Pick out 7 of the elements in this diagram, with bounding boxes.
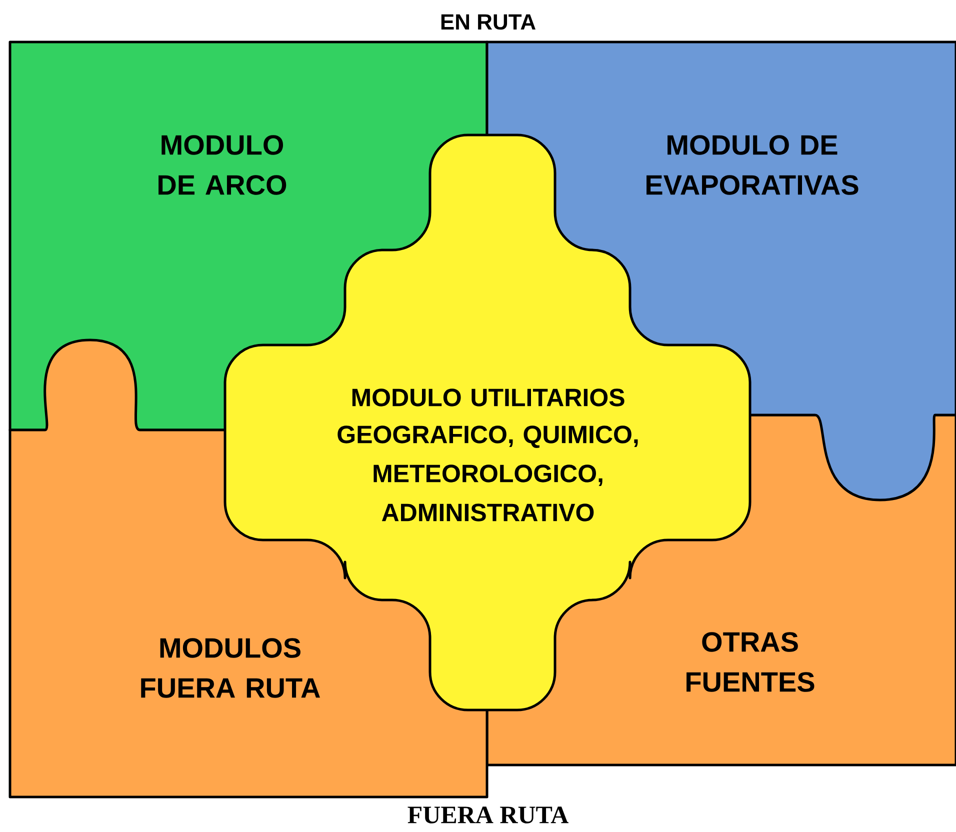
axis-label: EN RUTA xyxy=(441,14,536,30)
piece-label: MODULOS FUERA RUTA xyxy=(141,638,320,698)
axis-label: FUERA RUTA xyxy=(408,806,568,824)
piece-label: MODULO DE ARCO xyxy=(158,135,286,195)
piece-label: OTRAS FUENTES xyxy=(686,632,814,692)
piece-label: MODULO UTILITARIOS GEOGRAFICO, QUIMICO, METEOROLOGICO, ADMINISTRATIVO xyxy=(338,388,638,522)
piece-label: MODULO DE EVAPORATIVAS xyxy=(646,135,858,195)
